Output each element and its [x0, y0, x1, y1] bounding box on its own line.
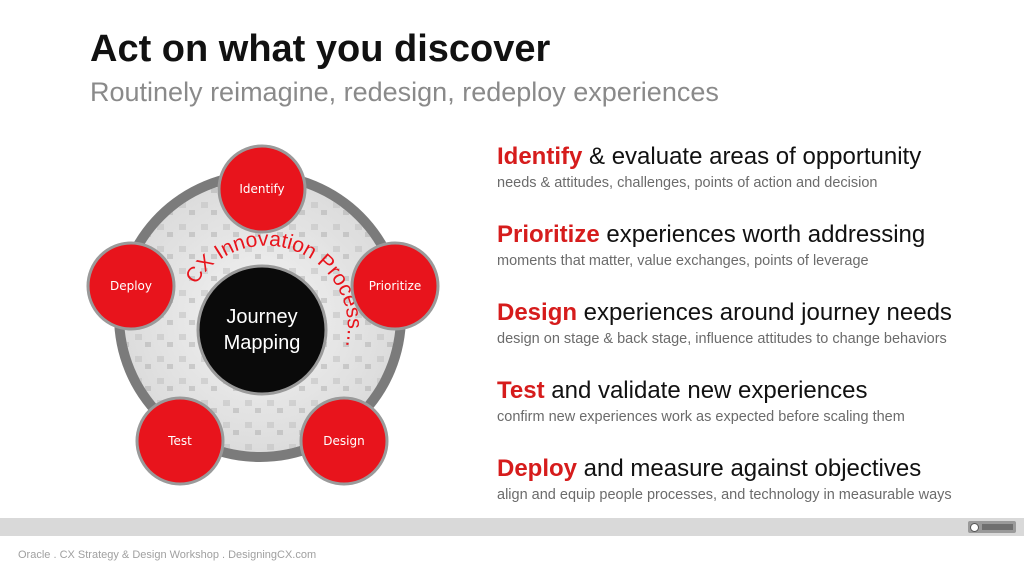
- center-label-line1: Journey: [226, 306, 297, 328]
- step-heading: Prioritize experiences worth addressing: [497, 219, 1017, 251]
- footer-credit: Oracle . CX Strategy & Design Workshop .…: [18, 549, 317, 561]
- step-heading: Test and validate new experiences: [497, 375, 1017, 407]
- step-deploy: Deploy and measure against objectives al…: [497, 453, 1017, 531]
- node-deploy-label: Deploy: [110, 279, 152, 293]
- node-prioritize-label: Prioritize: [369, 279, 422, 293]
- center-label-line2: Mapping: [224, 332, 301, 354]
- step-heading-rest: and validate new experiences: [544, 377, 868, 404]
- step-heading: Identify & evaluate areas of opportunity: [497, 141, 1017, 173]
- slide-subtitle: Routinely reimagine, redesign, redeploy …: [90, 77, 719, 107]
- cc-license-strip: [982, 524, 1013, 530]
- step-heading-rest: and measure against objectives: [577, 455, 922, 482]
- step-description: moments that matter, value exchanges, po…: [497, 253, 869, 269]
- step-heading: Deploy and measure against objectives: [497, 453, 1017, 485]
- node-deploy: Deploy: [86, 241, 176, 331]
- cc-circle-glyph: [970, 522, 979, 532]
- step-identify: Identify & evaluate areas of opportunity…: [497, 141, 1017, 219]
- step-description: design on stage & back stage, influence …: [497, 331, 947, 347]
- step-keyword: Deploy: [497, 455, 578, 482]
- node-identify: Identify: [217, 144, 307, 234]
- node-test: Test: [135, 396, 225, 486]
- step-heading-rest: experiences around journey needs: [577, 299, 952, 326]
- step-keyword: Identify: [497, 143, 583, 170]
- slide-title: Act on what you discover: [90, 28, 551, 70]
- center-hub: [196, 264, 328, 396]
- step-test: Test and validate new experiences confir…: [497, 375, 1017, 453]
- step-heading: Design experiences around journey needs: [497, 297, 1017, 329]
- step-design: Design experiences around journey needs …: [497, 297, 1017, 375]
- step-heading-rest: experiences worth addressing: [599, 221, 926, 248]
- node-prioritize: Prioritize: [350, 241, 440, 331]
- step-description: confirm new experiences work as expected…: [497, 409, 905, 425]
- cx-process-diagram: CX Innovation Process... Journey Mapping…: [86, 144, 440, 486]
- step-description: align and equip people processes, and te…: [497, 487, 952, 503]
- step-heading-rest: & evaluate areas of opportunity: [582, 143, 922, 170]
- node-design-label: Design: [323, 434, 364, 448]
- node-test-label: Test: [167, 434, 192, 448]
- creative-commons-icon: [968, 521, 1016, 533]
- node-design: Design: [299, 396, 389, 486]
- node-identify-label: Identify: [239, 182, 284, 196]
- step-description: needs & attitudes, challenges, points of…: [497, 175, 878, 191]
- step-keyword: Test: [497, 377, 545, 404]
- footer-bar: [0, 518, 1024, 536]
- step-keyword: Prioritize: [497, 221, 600, 248]
- step-prioritize: Prioritize experiences worth addressing …: [497, 219, 1017, 297]
- step-keyword: Design: [497, 299, 578, 326]
- process-steps-list: Identify & evaluate areas of opportunity…: [497, 141, 1017, 531]
